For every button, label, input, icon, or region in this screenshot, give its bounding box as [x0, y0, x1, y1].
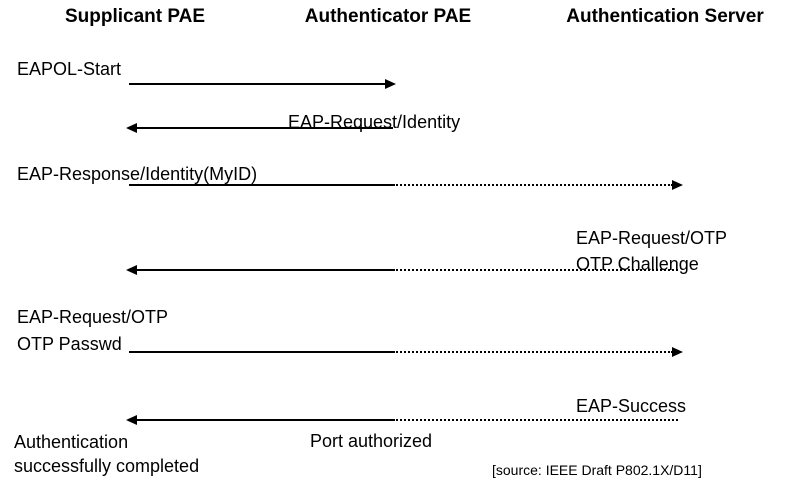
- annotation-authentication-complete-line2: successfully completed: [14, 456, 200, 476]
- column-header-authenticator: Authenticator PAE: [304, 6, 472, 27]
- message-label-eap-request-otp-challenge-line1: EAP-Request/OTP: [576, 228, 728, 248]
- column-header-authentication-server: Authentication Server: [566, 6, 764, 27]
- message-line-eap-request-otp-challenge-dotted: [393, 269, 678, 271]
- arrowhead-left-eap-request-otp-challenge: [126, 265, 137, 275]
- message-line-eap-response-identity-dotted: [393, 184, 673, 186]
- source-attribution: [source: IEEE Draft P802.1X/D11]: [492, 462, 702, 478]
- message-line-eap-success-dotted: [393, 419, 678, 421]
- message-line-eap-request-otp-passwd-solid: [129, 351, 393, 353]
- arrowhead-left-eap-success: [126, 415, 137, 425]
- annotation-port-authorized: Port authorized: [310, 431, 433, 451]
- message-label-eap-response-identity: EAP-Response/Identity(MyID): [17, 164, 258, 184]
- message-line-eap-request-otp-passwd-dotted: [393, 351, 673, 353]
- column-header-supplicant: Supplicant PAE: [64, 6, 206, 27]
- message-line-eap-request-identity-solid: [137, 127, 393, 129]
- message-label-eap-request-otp-passwd-line2: OTP Passwd: [17, 334, 122, 354]
- message-label-eapol-start: EAPOL-Start: [17, 59, 122, 79]
- message-line-eap-response-identity-solid: [129, 184, 393, 186]
- arrowhead-right-eapol-start: [385, 79, 396, 89]
- annotation-authentication-complete-line1: Authentication: [14, 432, 129, 452]
- arrowhead-right-eap-response-identity: [672, 180, 683, 190]
- message-line-eapol-start-solid: [129, 83, 385, 85]
- message-label-eap-success: EAP-Success: [576, 396, 687, 416]
- message-label-eap-request-identity: EAP-Request/Identity: [288, 112, 461, 132]
- message-line-eap-request-otp-challenge-solid: [137, 269, 393, 271]
- arrowhead-right-eap-request-otp-passwd: [672, 347, 683, 357]
- arrowhead-left-eap-request-identity: [126, 123, 137, 133]
- message-line-eap-success-solid: [137, 419, 393, 421]
- message-label-eap-request-otp-passwd-line1: EAP-Request/OTP: [17, 307, 169, 327]
- message-label-eap-request-otp-challenge-line2: OTP Challenge: [576, 254, 699, 274]
